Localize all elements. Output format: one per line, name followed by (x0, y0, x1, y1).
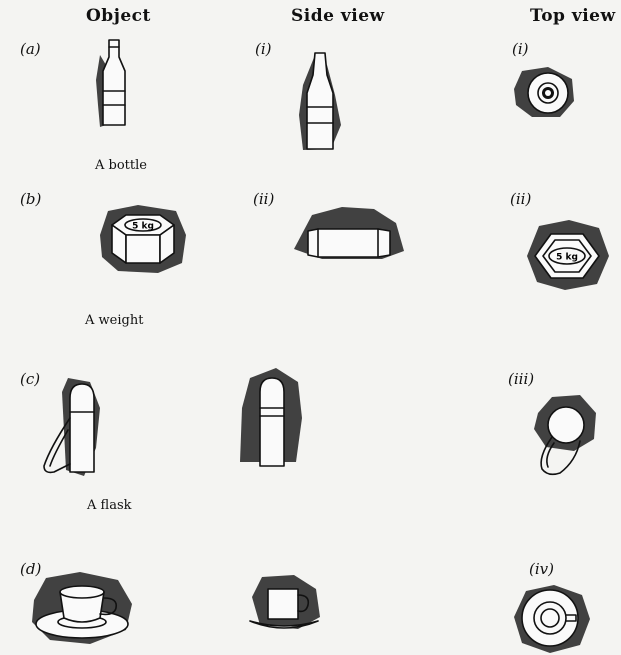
flask-top-view-drawing (534, 395, 596, 476)
label-object-d: (d) (20, 560, 42, 578)
caption-flask: A flask (87, 498, 132, 513)
caption-bottle: A bottle (95, 158, 147, 173)
bottle-top-view-drawing (514, 67, 574, 117)
flask-object-drawing (43, 378, 100, 476)
header-top-view: Top view (530, 6, 616, 26)
label-top-i: (i) (512, 40, 529, 58)
weight-stamp-text: 5 kg (132, 222, 154, 232)
header-side-view: Side view (291, 6, 385, 26)
label-object-a: (a) (20, 40, 41, 58)
label-object-b: (b) (20, 190, 42, 208)
caption-weight: A weight (85, 313, 144, 328)
label-side-ii: (ii) (253, 190, 275, 208)
label-top-ii: (ii) (510, 190, 532, 208)
bottle-object-drawing (96, 39, 126, 127)
label-side-i: (i) (255, 40, 272, 58)
weight-side-view-drawing (294, 207, 404, 259)
cup-side-view-drawing (249, 575, 320, 629)
label-top-iii: (iii) (508, 370, 535, 388)
header-object: Object (86, 6, 151, 26)
cup-object-drawing (32, 572, 132, 644)
label-top-iv: (iv) (529, 560, 554, 578)
weight-object-drawing: 5 kg (100, 205, 186, 273)
label-object-c: (c) (20, 370, 41, 388)
weight-top-view-drawing: 5 kg (527, 220, 609, 290)
weight-stamp-top-text: 5 kg (556, 253, 578, 263)
bottle-side-view-drawing (299, 52, 341, 150)
flask-side-view-drawing (240, 368, 302, 467)
cup-top-view-drawing (514, 585, 590, 653)
